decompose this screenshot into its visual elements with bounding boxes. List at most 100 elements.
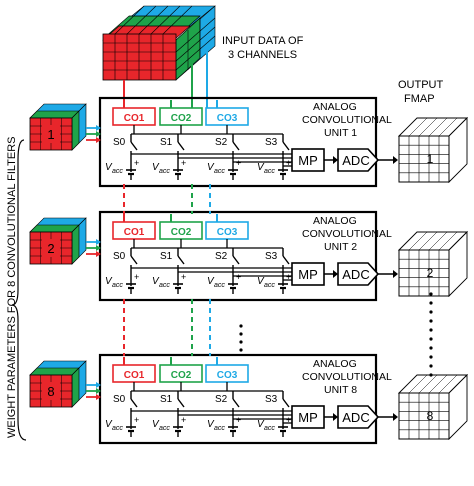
svg-text:+: + <box>134 415 139 425</box>
vacc-subscript: acc <box>112 425 123 432</box>
switch-s2 <box>232 255 240 265</box>
filters-bracket <box>11 139 27 441</box>
vacc-subscript: acc <box>264 425 275 432</box>
svg-text:+: + <box>286 158 291 168</box>
svg-text:+: + <box>181 158 186 168</box>
unit-title-2: CONVOLUTIONAL <box>302 114 392 126</box>
vacc-label: V <box>257 276 265 287</box>
switch-label-s3: S3 <box>265 394 278 405</box>
svg-text:+: + <box>181 272 186 282</box>
fmap-number: 1 <box>427 152 434 166</box>
mp-label: MP <box>298 410 318 425</box>
co1-label: CO1 <box>124 113 145 124</box>
output-label-line2: FMAP <box>404 93 435 105</box>
switch-label-s2: S2 <box>215 137 228 148</box>
vacc-subscript: acc <box>159 168 170 175</box>
switch-label-s1: S1 <box>160 394 173 405</box>
svg-text:+: + <box>236 272 241 282</box>
co3-label: CO3 <box>217 370 238 381</box>
fmap-number: 8 <box>427 409 434 423</box>
unit-title-2: CONVOLUTIONAL <box>302 228 392 240</box>
input-data-cube <box>102 5 216 81</box>
adc-label: ADC <box>342 410 369 425</box>
weight-filter-2: 2 <box>29 217 87 265</box>
svg-text:+: + <box>236 158 241 168</box>
adc-label: ADC <box>342 267 369 282</box>
vacc-label: V <box>207 162 215 173</box>
switch-s2 <box>232 141 240 151</box>
vacc-label: V <box>207 419 215 430</box>
unit-box <box>98 210 378 302</box>
switch-label-s0: S0 <box>113 394 126 405</box>
switch-label-s1: S1 <box>160 251 173 262</box>
vacc-label: V <box>257 162 265 173</box>
vacc-subscript: acc <box>112 168 123 175</box>
co3-label: CO3 <box>217 113 238 124</box>
vacc-subscript: acc <box>159 282 170 289</box>
vacc-subscript: acc <box>264 282 275 289</box>
svg-text:+: + <box>134 158 139 168</box>
unit-box <box>98 353 378 445</box>
filter-number: 2 <box>47 241 54 256</box>
co1-label: CO1 <box>124 227 145 238</box>
unit-title-1: ANALOG <box>313 101 357 113</box>
output-fmap-1: 1 <box>397 116 469 184</box>
switch-label-s2: S2 <box>215 251 228 262</box>
unit-title-3: UNIT 1 <box>324 127 357 139</box>
vacc-label: V <box>152 162 160 173</box>
vacc-label: V <box>105 276 113 287</box>
co1-label: CO1 <box>124 370 145 381</box>
switch-s0 <box>130 398 138 408</box>
filter-number: 1 <box>47 127 54 142</box>
switch-label-s0: S0 <box>113 251 126 262</box>
switch-label-s2: S2 <box>215 394 228 405</box>
switch-s2 <box>232 398 240 408</box>
adc-label: ADC <box>342 153 369 168</box>
vacc-subscript: acc <box>159 425 170 432</box>
svg-text:+: + <box>236 415 241 425</box>
vacc-subscript: acc <box>214 425 225 432</box>
unit-title-3: UNIT 8 <box>324 384 357 396</box>
mp-label: MP <box>298 267 318 282</box>
vacc-label: V <box>152 276 160 287</box>
vacc-label: V <box>257 419 265 430</box>
weight-filter-1: 1 <box>29 103 87 151</box>
vacc-subscript: acc <box>214 282 225 289</box>
switch-s0 <box>130 255 138 265</box>
switch-label-s1: S1 <box>160 137 173 148</box>
continuation-dots <box>239 292 433 377</box>
vacc-label: V <box>152 419 160 430</box>
vacc-label: V <box>207 276 215 287</box>
vacc-label: V <box>105 419 113 430</box>
mp-label: MP <box>298 153 318 168</box>
switch-s3 <box>282 398 290 408</box>
weight-filter-3: 8 <box>29 360 87 408</box>
switch-s1 <box>177 141 185 151</box>
svg-text:+: + <box>286 415 291 425</box>
switch-s3 <box>282 141 290 151</box>
output-label-line1: OUTPUT <box>398 79 444 91</box>
svg-text:+: + <box>286 272 291 282</box>
co2-label: CO2 <box>171 227 192 238</box>
co2-label: CO2 <box>171 113 192 124</box>
dashed-links <box>123 184 211 356</box>
unit-title-2: CONVOLUTIONAL <box>302 371 392 383</box>
switch-s1 <box>177 255 185 265</box>
svg-text:+: + <box>181 415 186 425</box>
unit-title-1: ANALOG <box>313 215 357 227</box>
vacc-subscript: acc <box>112 282 123 289</box>
switch-label-s0: S0 <box>113 137 126 148</box>
input-label-line1: INPUT DATA OF <box>222 35 304 47</box>
adc-block <box>337 148 380 172</box>
output-fmap-3: 8 <box>397 373 469 441</box>
switch-s0 <box>130 141 138 151</box>
switch-label-s3: S3 <box>265 137 278 148</box>
vacc-subscript: acc <box>264 168 275 175</box>
weight-parameters-label: WEIGHT PARAMETERS FOR 8 CONVOLUTIONAL FI… <box>6 136 18 438</box>
vacc-label: V <box>105 162 113 173</box>
